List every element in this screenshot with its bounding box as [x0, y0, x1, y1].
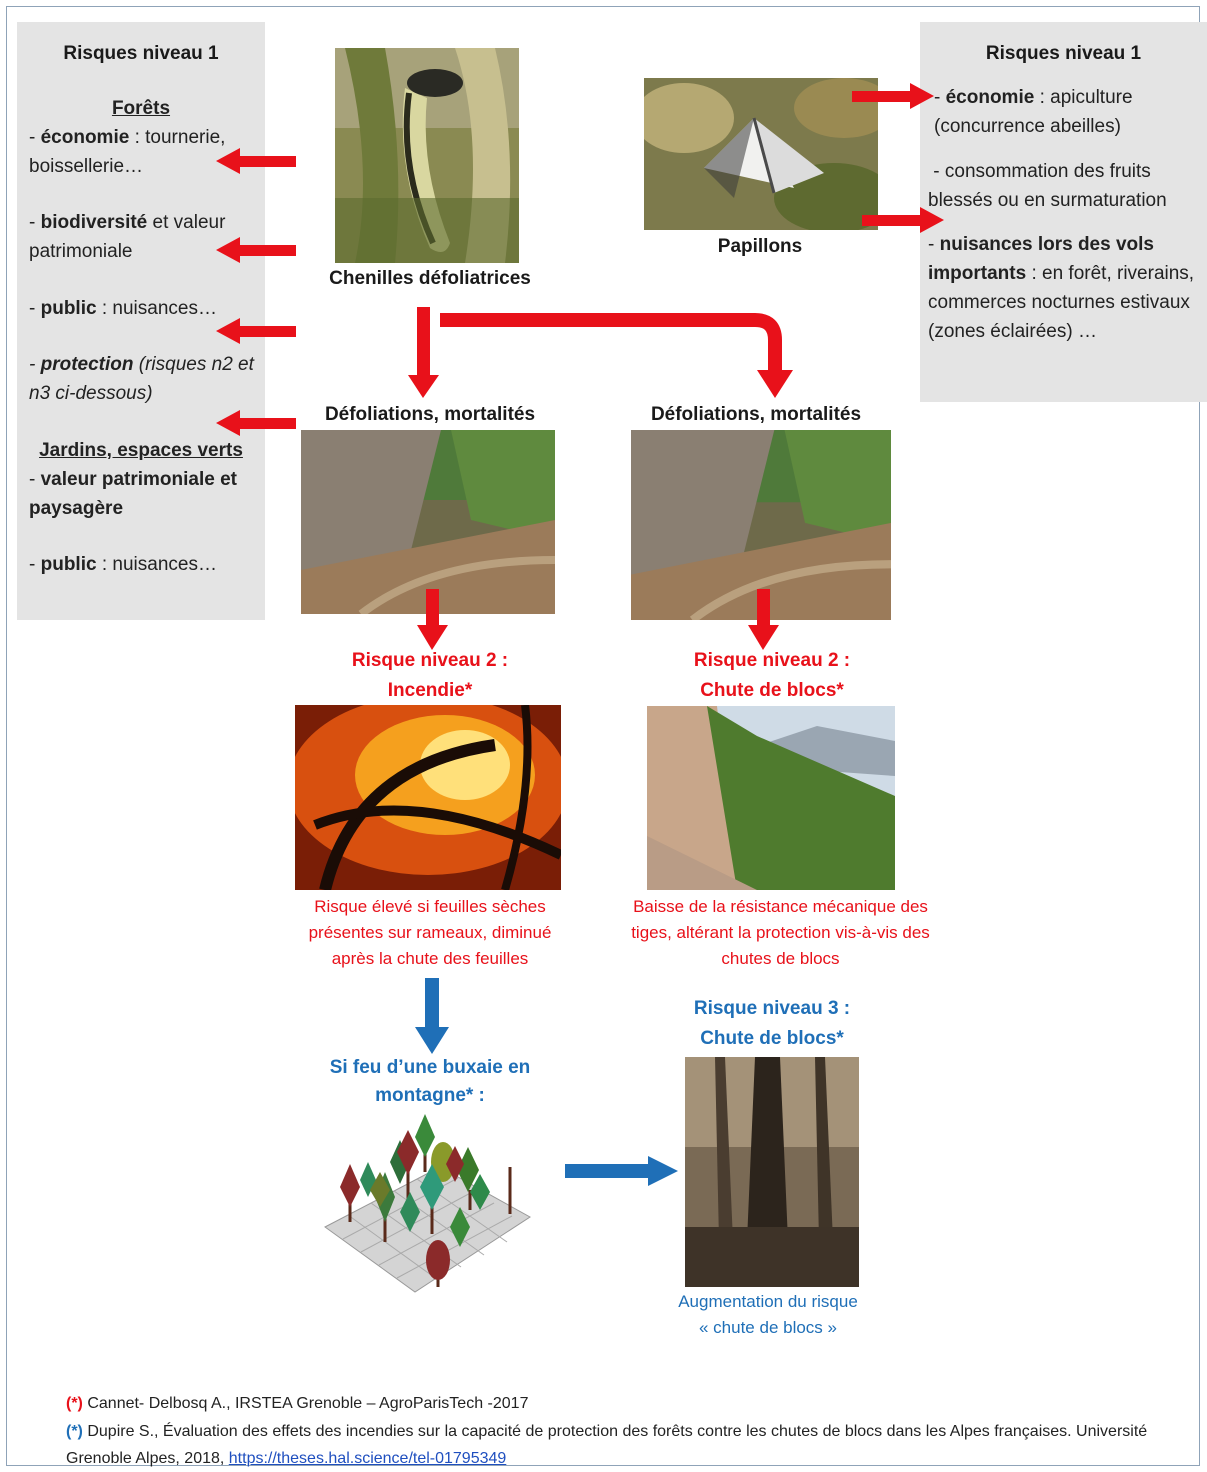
- moth-photo: [644, 78, 878, 230]
- left-item-protection: - protection (risques n2 et n3 ci-dessou…: [29, 354, 254, 404]
- feu-buxaie-line2: montagne* :: [375, 1085, 485, 1106]
- arrow-curve-right: [440, 313, 793, 398]
- risk2-blocs-line2: Chute de blocs*: [700, 680, 844, 701]
- left-item-protection-text: (risques n2 et n3 ci-dessous): [29, 354, 254, 404]
- right-item-economie-bold: économie: [945, 87, 1035, 108]
- footnote-red: (*) Cannet- Delbosq A., IRSTEA Grenoble …: [66, 1390, 1176, 1417]
- fire-photo: [295, 705, 561, 890]
- caterpillar-photo: [335, 48, 519, 263]
- right-panel-title: Risques niveau 1: [985, 43, 1142, 64]
- left-item-biodiversite-bold: biodiversité: [40, 212, 148, 233]
- defoliations-right-label: Défoliations, mortalités: [650, 404, 862, 425]
- tree-grid-icon: [320, 1112, 540, 1312]
- right-item-economie-text: : apiculture (concurrence abeilles): [934, 87, 1133, 137]
- arrow-left-public: [216, 318, 296, 344]
- footnote-red-marker: (*): [66, 1395, 83, 1412]
- left-panel-title: Risques niveau 1: [63, 43, 219, 64]
- arrow-blue-right: [565, 1156, 678, 1186]
- arrow-blue-down: [415, 978, 449, 1054]
- risk3-line2: Chute de blocs*: [700, 1028, 844, 1049]
- left-item-economie-text: : tournerie, boissellerie…: [29, 127, 226, 177]
- papillons-label: Papillons: [717, 236, 803, 257]
- arrow-left-biodiversite: [216, 237, 296, 263]
- left-item-protection-bold: protection: [40, 354, 134, 375]
- arrow-left-protection: [216, 410, 296, 436]
- arrow-down-incendie: [417, 589, 448, 650]
- arrow-down-blocs: [748, 589, 779, 650]
- left-item-biodiversite-text: et valeur patrimoniale: [29, 212, 226, 262]
- jardins-item-public-text: : nuisances…: [96, 554, 217, 575]
- risk2-incendie-line1: Risque niveau 2 :: [351, 650, 509, 671]
- footnote-blue: (*) Dupire S., Évaluation des effets des…: [66, 1418, 1176, 1472]
- jardins-item-valeur: - valeur patrimoniale et paysagère: [29, 469, 238, 519]
- right-item-consommation: - consommation des fruits blessés ou en …: [928, 161, 1167, 211]
- footnote-link[interactable]: https://theses.hal.science/tel-01795349: [228, 1450, 507, 1467]
- risk2-blocs-line1: Risque niveau 2 :: [693, 650, 851, 671]
- figure-frame: [6, 6, 1200, 1466]
- right-item-consommation-text: consommation des fruits blessés ou en su…: [928, 161, 1167, 211]
- cliff-photo: [647, 706, 895, 890]
- incendie-caption: Risque élevé si feuilles sèches présente…: [308, 897, 552, 968]
- arrow-right-economie: [852, 83, 934, 109]
- right-item-nuisances-text: : en forêt, riverains, commerces nocturn…: [928, 263, 1195, 342]
- left-item-biodiversite: - biodiversité et valeur patrimoniale: [29, 212, 226, 262]
- jardins-heading: Jardins, espaces verts: [39, 440, 243, 461]
- footnote-blue-text: Dupire S., Évaluation des effets des inc…: [66, 1423, 1148, 1467]
- jardins-item-public: - public : nuisances…: [29, 554, 217, 575]
- burnt-trunk-photo: [685, 1057, 859, 1287]
- left-item-public-bold: public: [40, 298, 97, 319]
- arrow-down-chenilles: [408, 307, 439, 398]
- right-item-nuisances: - nuisances lors des vols importants : e…: [928, 234, 1195, 342]
- jardins-item-public-bold: public: [40, 554, 97, 575]
- footnote-blue-marker: (*): [66, 1423, 83, 1440]
- left-item-public: - public : nuisances…: [29, 298, 217, 319]
- blocs-caption: Baisse de la résistance mécanique des ti…: [631, 897, 930, 968]
- right-item-economie: - économie : apiculture (concurrence abe…: [934, 87, 1133, 137]
- jardins-item-valeur-bold: valeur patrimoniale et paysagère: [29, 469, 238, 519]
- defoliations-left-label: Défoliations, mortalités: [324, 404, 536, 425]
- left-item-economie-bold: économie: [40, 127, 130, 148]
- feu-buxaie-line1: Si feu d’une buxaie en: [329, 1057, 531, 1078]
- defoliated-slope-photo-right: [631, 430, 891, 620]
- arrow-left-economie: [216, 148, 296, 174]
- chenilles-label: Chenilles défoliatrices: [329, 268, 531, 289]
- arrow-right-nuisances: [862, 207, 944, 233]
- left-item-public-text: : nuisances…: [96, 298, 217, 319]
- right-item-nuisances-bold: nuisances lors des vols importants: [928, 234, 1154, 284]
- risk3-line1: Risque niveau 3 :: [693, 998, 851, 1019]
- risk2-incendie-line2: Incendie*: [387, 680, 473, 701]
- left-risk-panel: Risques niveau 1 Forêts - économie : tou…: [17, 22, 265, 620]
- risk3-caption-line1: Augmentation du risque: [678, 1292, 858, 1311]
- left-item-economie: - économie : tournerie, boissellerie…: [29, 127, 226, 177]
- right-risk-panel: Risques niveau 1 - économie : apiculture…: [920, 22, 1207, 402]
- defoliated-slope-photo-left: [301, 430, 555, 614]
- footnote-red-text: Cannet- Delbosq A., IRSTEA Grenoble – Ag…: [82, 1395, 529, 1412]
- forets-heading: Forêts: [111, 98, 171, 119]
- risk3-caption-line2: « chute de blocs »: [699, 1318, 837, 1337]
